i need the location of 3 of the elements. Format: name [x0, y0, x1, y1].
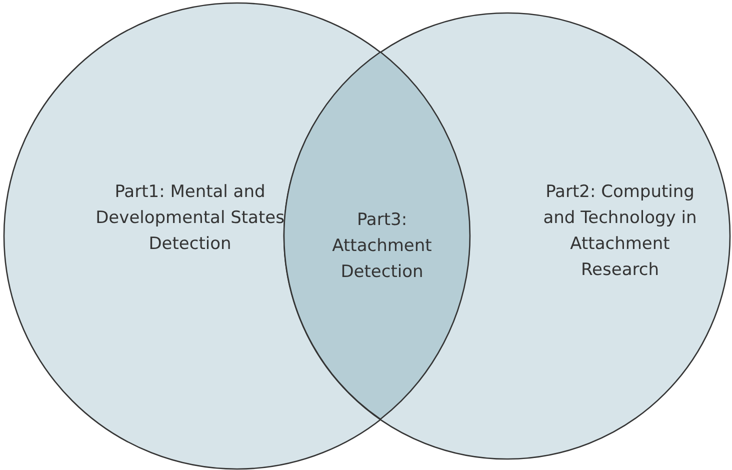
set-label: Part1: Mental and Developmental States Detection	[94, 181, 286, 256]
set-label: Part2: Computing and Technology in Attachment Research	[542, 181, 698, 282]
set-label: Part3: Attachment Detection	[331, 209, 433, 284]
